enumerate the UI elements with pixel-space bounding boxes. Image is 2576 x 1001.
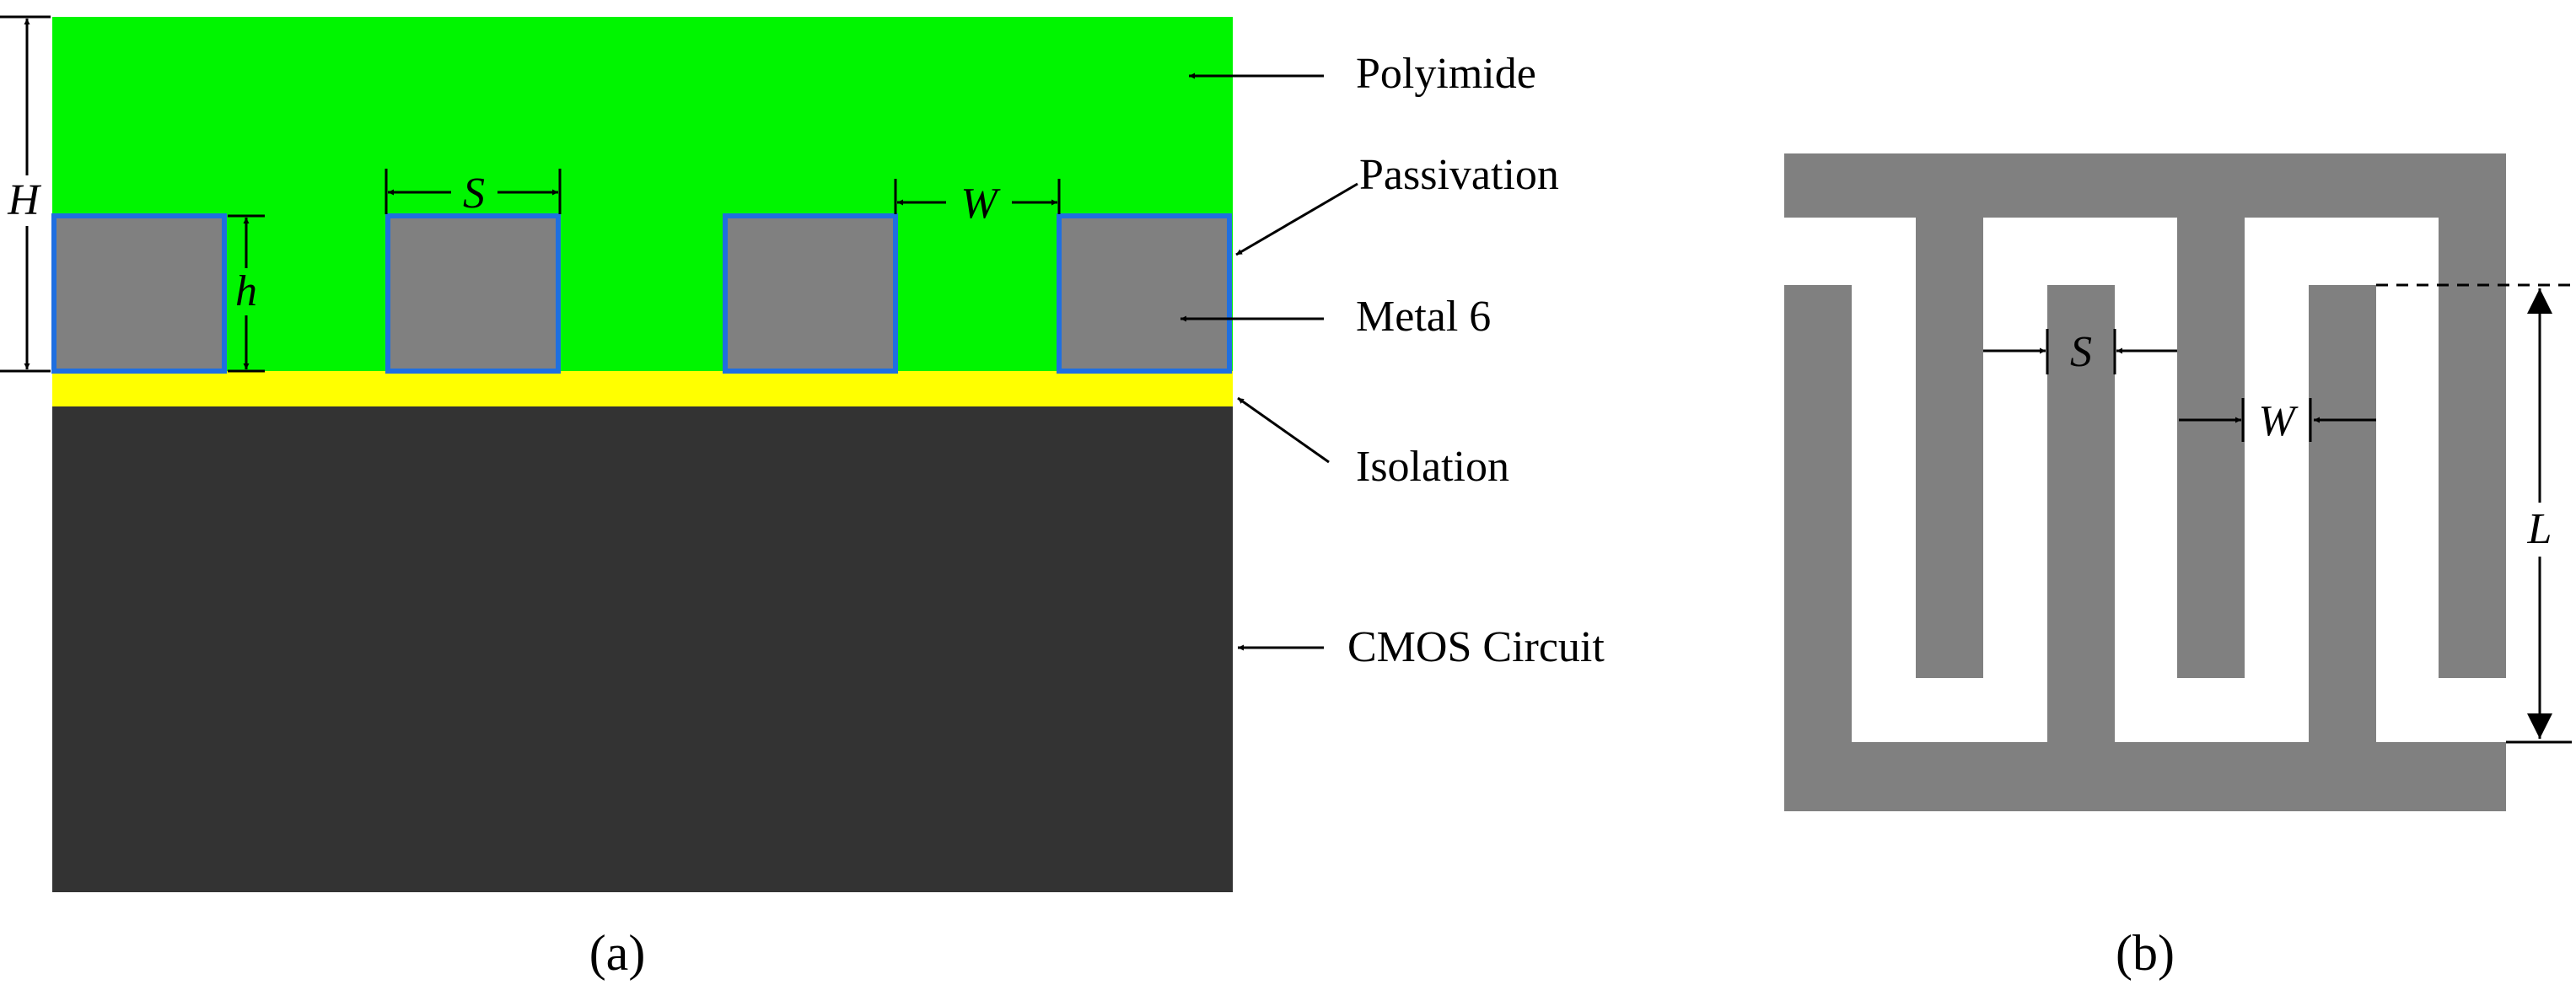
label-S-b: S xyxy=(2070,328,2092,376)
label-H: H xyxy=(7,176,41,224)
metal-line-3 xyxy=(723,213,898,374)
leader-passivation xyxy=(1235,182,1358,256)
dimension-W-b xyxy=(2179,398,2376,442)
label-L: L xyxy=(2527,505,2552,553)
label-cmos: CMOS Circuit xyxy=(1347,623,1605,671)
polyimide-layer xyxy=(52,17,1233,371)
layer-leaders xyxy=(1180,73,1358,651)
dimension-L xyxy=(2376,283,2572,744)
label-S-a: S xyxy=(463,170,485,218)
isolation-layer xyxy=(52,371,1233,406)
label-W-a: W xyxy=(960,180,1001,228)
dimension-S-a xyxy=(385,169,562,214)
label-W-b: W xyxy=(2258,397,2299,445)
metal-line-4 xyxy=(1057,213,1232,374)
label-passivation: Passivation xyxy=(1359,151,1559,199)
panel-b-interdigitated-electrode: S W L (b) xyxy=(1784,153,2572,981)
caption-a: (a) xyxy=(589,925,646,981)
electrode-top-comb xyxy=(1784,153,2506,678)
label-h: h xyxy=(235,267,257,315)
cmos-circuit-layer xyxy=(52,406,1233,892)
caption-b: (b) xyxy=(2116,925,2175,981)
leader-isolation xyxy=(1237,396,1330,464)
metal-line-1 xyxy=(51,213,227,374)
dimension-W-a xyxy=(894,179,1061,214)
electrode-bottom-comb xyxy=(1784,285,2506,811)
metal-line-2 xyxy=(385,213,561,374)
panel-a-cross-section: H h S W xyxy=(0,15,1605,981)
dimension-S-b xyxy=(1983,329,2177,374)
label-isolation: Isolation xyxy=(1356,443,1509,491)
label-polyimide: Polyimide xyxy=(1356,50,1536,98)
label-metal: Metal 6 xyxy=(1356,293,1491,341)
